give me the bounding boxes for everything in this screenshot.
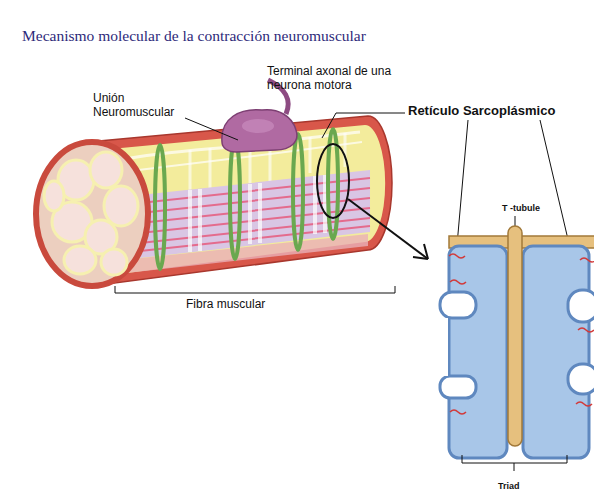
part-label: Fibra muscular [186, 297, 306, 311]
t-tubule-ring-part [293, 134, 303, 250]
fiber-cross-section-part [44, 152, 138, 275]
triad-detail-part [449, 254, 594, 414]
leader-line-part [185, 118, 238, 140]
triad-detail-part [523, 246, 589, 458]
t-tubule-ring-part [155, 145, 165, 269]
part-label: Terminal axonal de una neurona motora [267, 64, 397, 93]
bracket-part [462, 455, 567, 471]
part-label: Retículo Sarcoplásmico [408, 103, 594, 119]
triad-detail [440, 226, 594, 458]
leader-line-part [322, 113, 405, 138]
triad-detail-part [568, 290, 594, 322]
t-tubule-ring-part [230, 139, 240, 259]
triad-detail-part-part [578, 328, 594, 332]
triad-detail-part-part [576, 402, 592, 406]
part-label: Triad [498, 481, 538, 492]
part-label: T -tubule [502, 203, 562, 214]
triad-detail-part [568, 364, 594, 394]
triad-detail-part-part [580, 258, 594, 262]
zoom-callout [317, 144, 428, 259]
triad-detail-part-part [450, 280, 466, 284]
triad-detail-part [440, 292, 476, 318]
fiber-cross-section-part [36, 142, 148, 286]
fiber-cross-section-part-part [64, 246, 96, 274]
fiber-cross-section-part-part [101, 249, 127, 275]
motor-neuron-part [222, 110, 297, 152]
triad-detail-part-part [449, 254, 465, 258]
zoom-callout-part [413, 244, 428, 259]
fiber-cross-section-part-part [104, 186, 138, 226]
part-label: Unión Neuromuscular [93, 91, 185, 120]
bracket-part [115, 286, 395, 293]
bracket [115, 286, 567, 471]
motor-neuron-part [242, 119, 274, 133]
zoom-callout-part [317, 144, 349, 218]
triad-detail-part [440, 318, 448, 376]
triad-detail-part [449, 246, 507, 458]
triad-detail-part [440, 376, 476, 398]
triad-detail-part [508, 226, 522, 446]
diagram-title: Mecanismo molecular de la contracción ne… [22, 27, 366, 46]
fiber-cross-section-part-part [44, 181, 64, 211]
zoom-callout-part [348, 199, 428, 259]
fiber-cross-section-part-part [90, 152, 122, 188]
fiber-cross-section [36, 142, 148, 286]
triad-detail-part-part [450, 410, 466, 414]
